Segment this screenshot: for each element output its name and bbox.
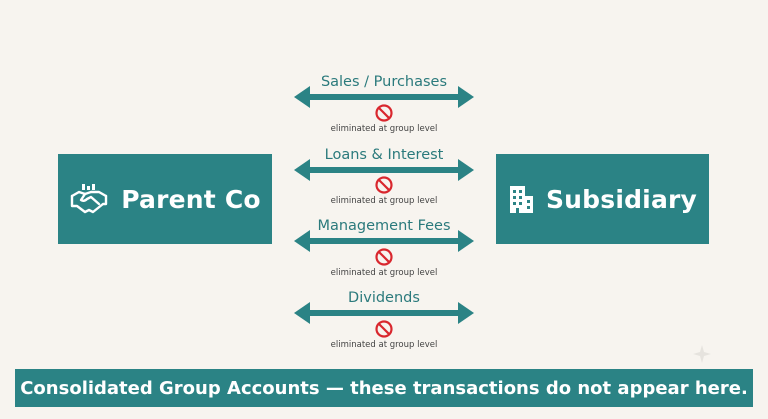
subsidiary-box: Subsidiary <box>496 154 709 244</box>
consolidated-accounts-banner: Consolidated Group Accounts — these tran… <box>15 369 753 407</box>
flow-note: eliminated at group level <box>330 268 438 278</box>
flow-loans-interest: Loans & Interest eliminated at group lev… <box>290 147 478 212</box>
flow-note: eliminated at group level <box>330 196 438 206</box>
prohibited-icon <box>375 104 393 122</box>
flow-sales-purchases: Sales / Purchases eliminated at group le… <box>290 74 478 139</box>
double-arrow-icon <box>294 159 474 181</box>
flow-label: Dividends <box>348 290 420 306</box>
flow-dividends: Dividends eliminated at group level <box>290 290 478 355</box>
sparkle-icon <box>693 345 711 363</box>
double-arrow-icon <box>294 302 474 324</box>
prohibited-icon <box>375 176 393 194</box>
parent-co-label: Parent Co <box>121 184 261 214</box>
prohibited-icon <box>375 248 393 266</box>
double-arrow-icon <box>294 230 474 252</box>
banner-text: Consolidated Group Accounts — these tran… <box>20 377 748 399</box>
subsidiary-label: Subsidiary <box>545 184 698 214</box>
flow-label: Loans & Interest <box>324 147 444 163</box>
flow-note: eliminated at group level <box>330 124 438 134</box>
flow-note: eliminated at group level <box>330 340 438 350</box>
office-building-icon <box>508 184 534 214</box>
parent-co-box: Parent Co <box>58 154 272 244</box>
flow-management-fees: Management Fees eliminated at group leve… <box>290 218 478 283</box>
handshake-icon <box>69 184 109 214</box>
double-arrow-icon <box>294 86 474 108</box>
prohibited-icon <box>375 320 393 338</box>
flow-label: Sales / Purchases <box>320 74 448 90</box>
flow-label: Management Fees <box>317 218 451 234</box>
